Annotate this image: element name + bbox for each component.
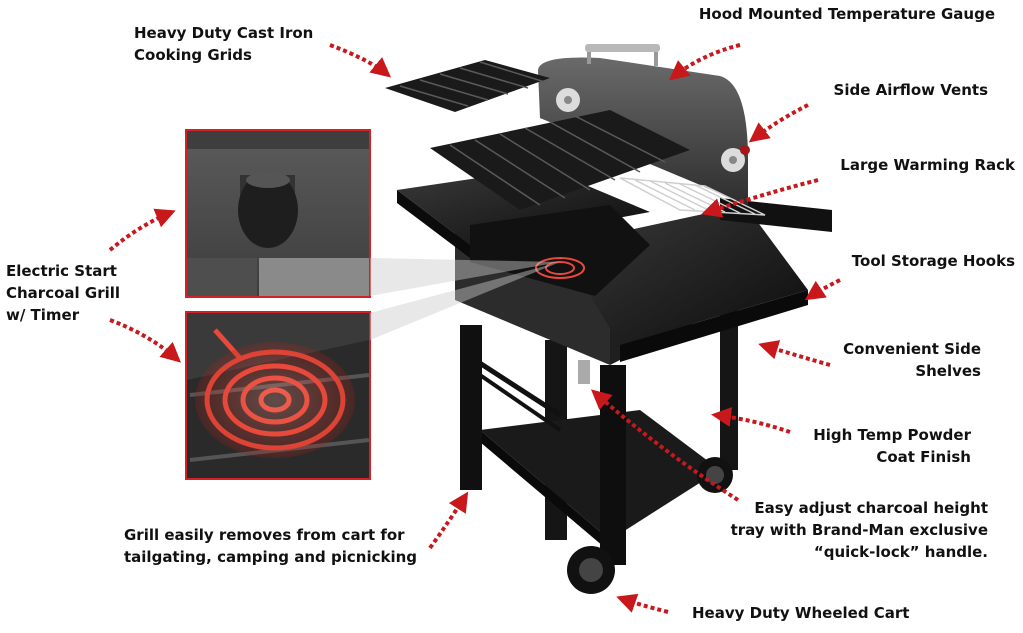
label-line: Hood Mounted Temperature Gauge <box>698 5 995 23</box>
label-line: Electric Start <box>6 262 117 280</box>
arrow-removable <box>428 491 469 550</box>
label-warming-rack: Large Warming Rack <box>840 154 1015 176</box>
label-line: Easy adjust charcoal height <box>754 499 988 517</box>
arrow-timer-zoom <box>108 208 176 252</box>
label-line: Grill easily removes from cart for <box>124 526 405 544</box>
arrow-airflow-vents <box>748 103 809 143</box>
callout-arrows <box>108 43 841 614</box>
label-line: Charcoal Grill <box>6 284 121 302</box>
label-line: Heavy Duty Cast Iron <box>134 24 314 42</box>
grill-cart <box>385 44 832 594</box>
label-line: “quick-lock” handle. <box>813 543 988 561</box>
label-electric-start: Electric Start Charcoal Grill w/ Timer <box>6 260 120 326</box>
label-cast-iron-grids: Heavy Duty Cast Iron Cooking Grids <box>134 22 313 66</box>
label-line: Tool Storage Hooks <box>851 252 1015 270</box>
label-line: Shelves <box>915 362 981 380</box>
label-tool-storage-hooks: Tool Storage Hooks <box>852 250 1015 272</box>
label-line: Side Airflow Vents <box>833 81 988 99</box>
label-wheeled-cart: Heavy Duty Wheeled Cart <box>692 602 909 624</box>
label-removable-grill: Grill easily removes from cart for tailg… <box>124 524 417 568</box>
label-line: Cooking Grids <box>134 46 252 64</box>
arrow-charcoal-tray <box>590 389 740 502</box>
timer-zoom-callout <box>185 129 560 298</box>
label-line: Convenient Side <box>843 340 981 358</box>
label-temperature-gauge: Hood Mounted Temperature Gauge <box>699 3 995 25</box>
label-side-shelves: Convenient Side Shelves <box>843 338 981 382</box>
label-powder-coat: High Temp Powder Coat Finish <box>813 424 971 468</box>
label-line: tailgating, camping and picnicking <box>124 548 418 566</box>
label-line: Heavy Duty Wheeled Cart <box>692 604 910 622</box>
arrow-side-shelves <box>758 340 831 367</box>
heating-element-zoom-callout <box>185 262 560 480</box>
label-line: tray with Brand-Man exclusive <box>730 521 988 539</box>
label-airflow-vents: Side Airflow Vents <box>834 79 988 101</box>
label-line: Large Warming Rack <box>840 156 1015 174</box>
label-line: w/ Timer <box>6 306 80 324</box>
label-line: High Temp Powder <box>813 426 971 444</box>
arrow-powder-coat <box>711 407 791 434</box>
label-charcoal-tray: Easy adjust charcoal height tray with Br… <box>731 497 988 563</box>
arrow-temp-gauge <box>668 43 741 81</box>
arrow-warming-rack <box>701 178 819 218</box>
arrow-element-zoom <box>109 318 181 363</box>
arrow-cast-iron <box>329 43 392 78</box>
label-line: Coat Finish <box>876 448 971 466</box>
arrow-tool-hooks <box>804 278 841 301</box>
arrow-wheeled-cart <box>616 593 669 614</box>
